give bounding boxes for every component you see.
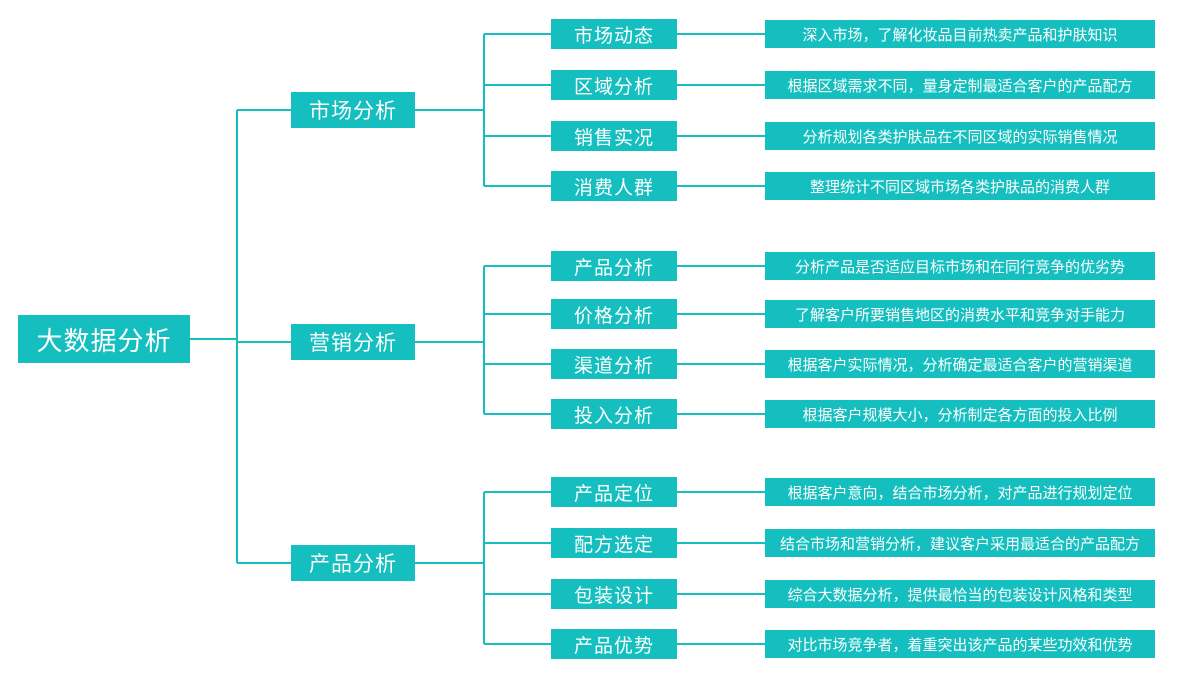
desc-node-1-2[interactable]: 根据客户实际情况，分析确定最适合客户的营销渠道 (765, 350, 1155, 378)
child-node-2-0[interactable]: 产品定位 (551, 477, 677, 507)
branch-node-product[interactable]: 产品分析 (291, 545, 415, 581)
desc-node-2-3[interactable]: 对比市场竞争者，着重突出该产品的某些功效和优势 (765, 630, 1155, 658)
child-node-1-1[interactable]: 价格分析 (551, 299, 677, 329)
connector-line-group (190, 33, 765, 645)
desc-node-0-1[interactable]: 根据区域需求不同，量身定制最适合客户的产品配方 (765, 71, 1155, 99)
child-node-0-3[interactable]: 消费人群 (551, 171, 677, 201)
child-node-1-2[interactable]: 渠道分析 (551, 349, 677, 379)
child-node-1-0[interactable]: 产品分析 (551, 251, 677, 281)
child-node-0-1[interactable]: 区域分析 (551, 70, 677, 100)
desc-node-1-1[interactable]: 了解客户所要销售地区的消费水平和竞争对手能力 (765, 300, 1155, 328)
desc-node-2-0[interactable]: 根据客户意向，结合市场分析，对产品进行规划定位 (765, 478, 1155, 506)
desc-node-2-1[interactable]: 结合市场和营销分析，建议客户采用最适合的产品配方 (765, 529, 1155, 557)
desc-node-1-0[interactable]: 分析产品是否适应目标市场和在同行竞争的优劣势 (765, 252, 1155, 280)
desc-node-1-3[interactable]: 根据客户规模大小，分析制定各方面的投入比例 (765, 400, 1155, 428)
desc-node-0-3[interactable]: 整理统计不同区域市场各类护肤品的消费人群 (765, 172, 1155, 200)
desc-node-2-2[interactable]: 综合大数据分析，提供最恰当的包装设计风格和类型 (765, 580, 1155, 608)
child-node-1-3[interactable]: 投入分析 (551, 399, 677, 429)
branch-node-market[interactable]: 市场分析 (291, 92, 415, 128)
child-node-2-1[interactable]: 配方选定 (551, 528, 677, 558)
root-node[interactable]: 大数据分析 (18, 315, 190, 363)
desc-node-0-2[interactable]: 分析规划各类护肤品在不同区域的实际销售情况 (765, 122, 1155, 150)
child-node-0-0[interactable]: 市场动态 (551, 19, 677, 49)
child-node-0-2[interactable]: 销售实况 (551, 121, 677, 151)
child-node-2-2[interactable]: 包装设计 (551, 579, 677, 609)
branch-node-marketing[interactable]: 营销分析 (291, 324, 415, 360)
desc-node-0-0[interactable]: 深入市场，了解化妆品目前热卖产品和护肤知识 (765, 20, 1155, 48)
child-node-2-3[interactable]: 产品优势 (551, 629, 677, 659)
